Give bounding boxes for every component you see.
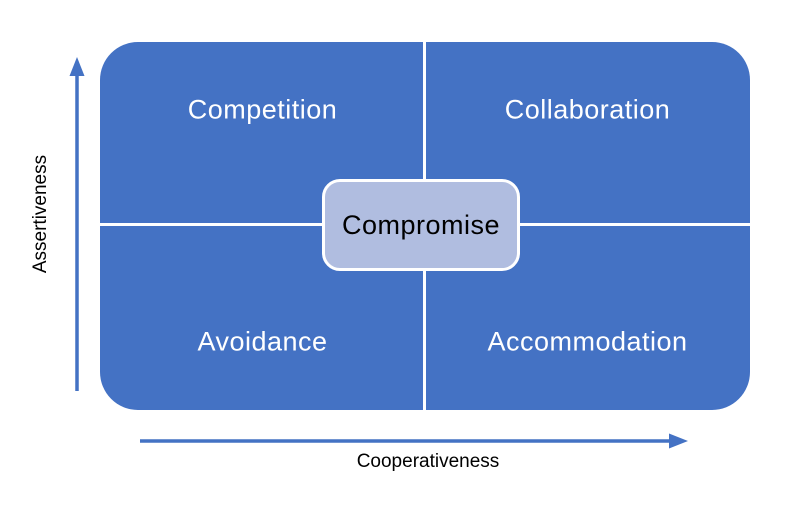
- y-axis-label: Assertiveness: [30, 154, 51, 274]
- quadrant-label-accommodation: Accommodation: [487, 326, 688, 357]
- y-axis-arrowhead-icon: [69, 57, 85, 76]
- quadrant-matrix: Competition Collaboration Avoidance Acco…: [100, 42, 750, 410]
- cooperativeness-axis-arrow: [140, 433, 688, 449]
- assertiveness-axis-arrow: [69, 57, 85, 391]
- quadrant-label-competition: Competition: [187, 94, 338, 125]
- quadrant-label-collaboration: Collaboration: [504, 94, 671, 125]
- quadrant-label-avoidance: Avoidance: [197, 326, 328, 357]
- compromise-box: Compromise: [322, 179, 520, 271]
- x-axis-arrowhead-icon: [669, 433, 688, 449]
- compromise-label: Compromise: [341, 209, 501, 240]
- x-axis-label: Cooperativeness: [356, 451, 500, 472]
